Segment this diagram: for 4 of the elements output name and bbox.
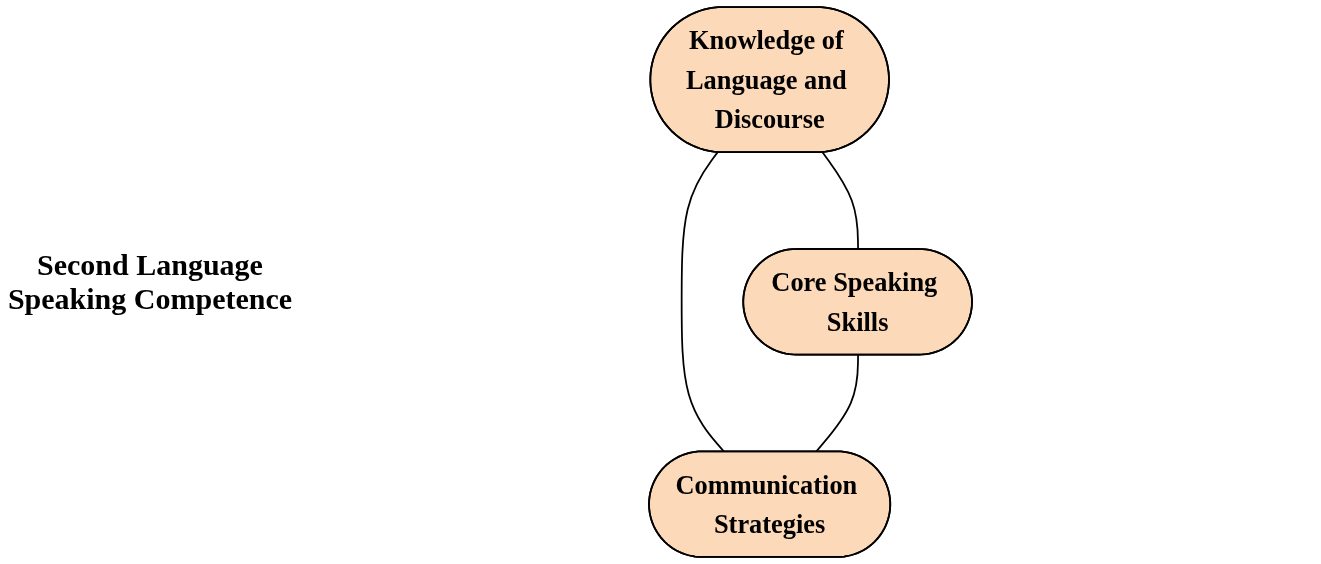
connector bbox=[815, 354, 859, 453]
connector bbox=[821, 151, 859, 251]
diagram-label: Second Language Speaking Competence bbox=[6, 248, 294, 316]
connector bbox=[680, 151, 726, 453]
